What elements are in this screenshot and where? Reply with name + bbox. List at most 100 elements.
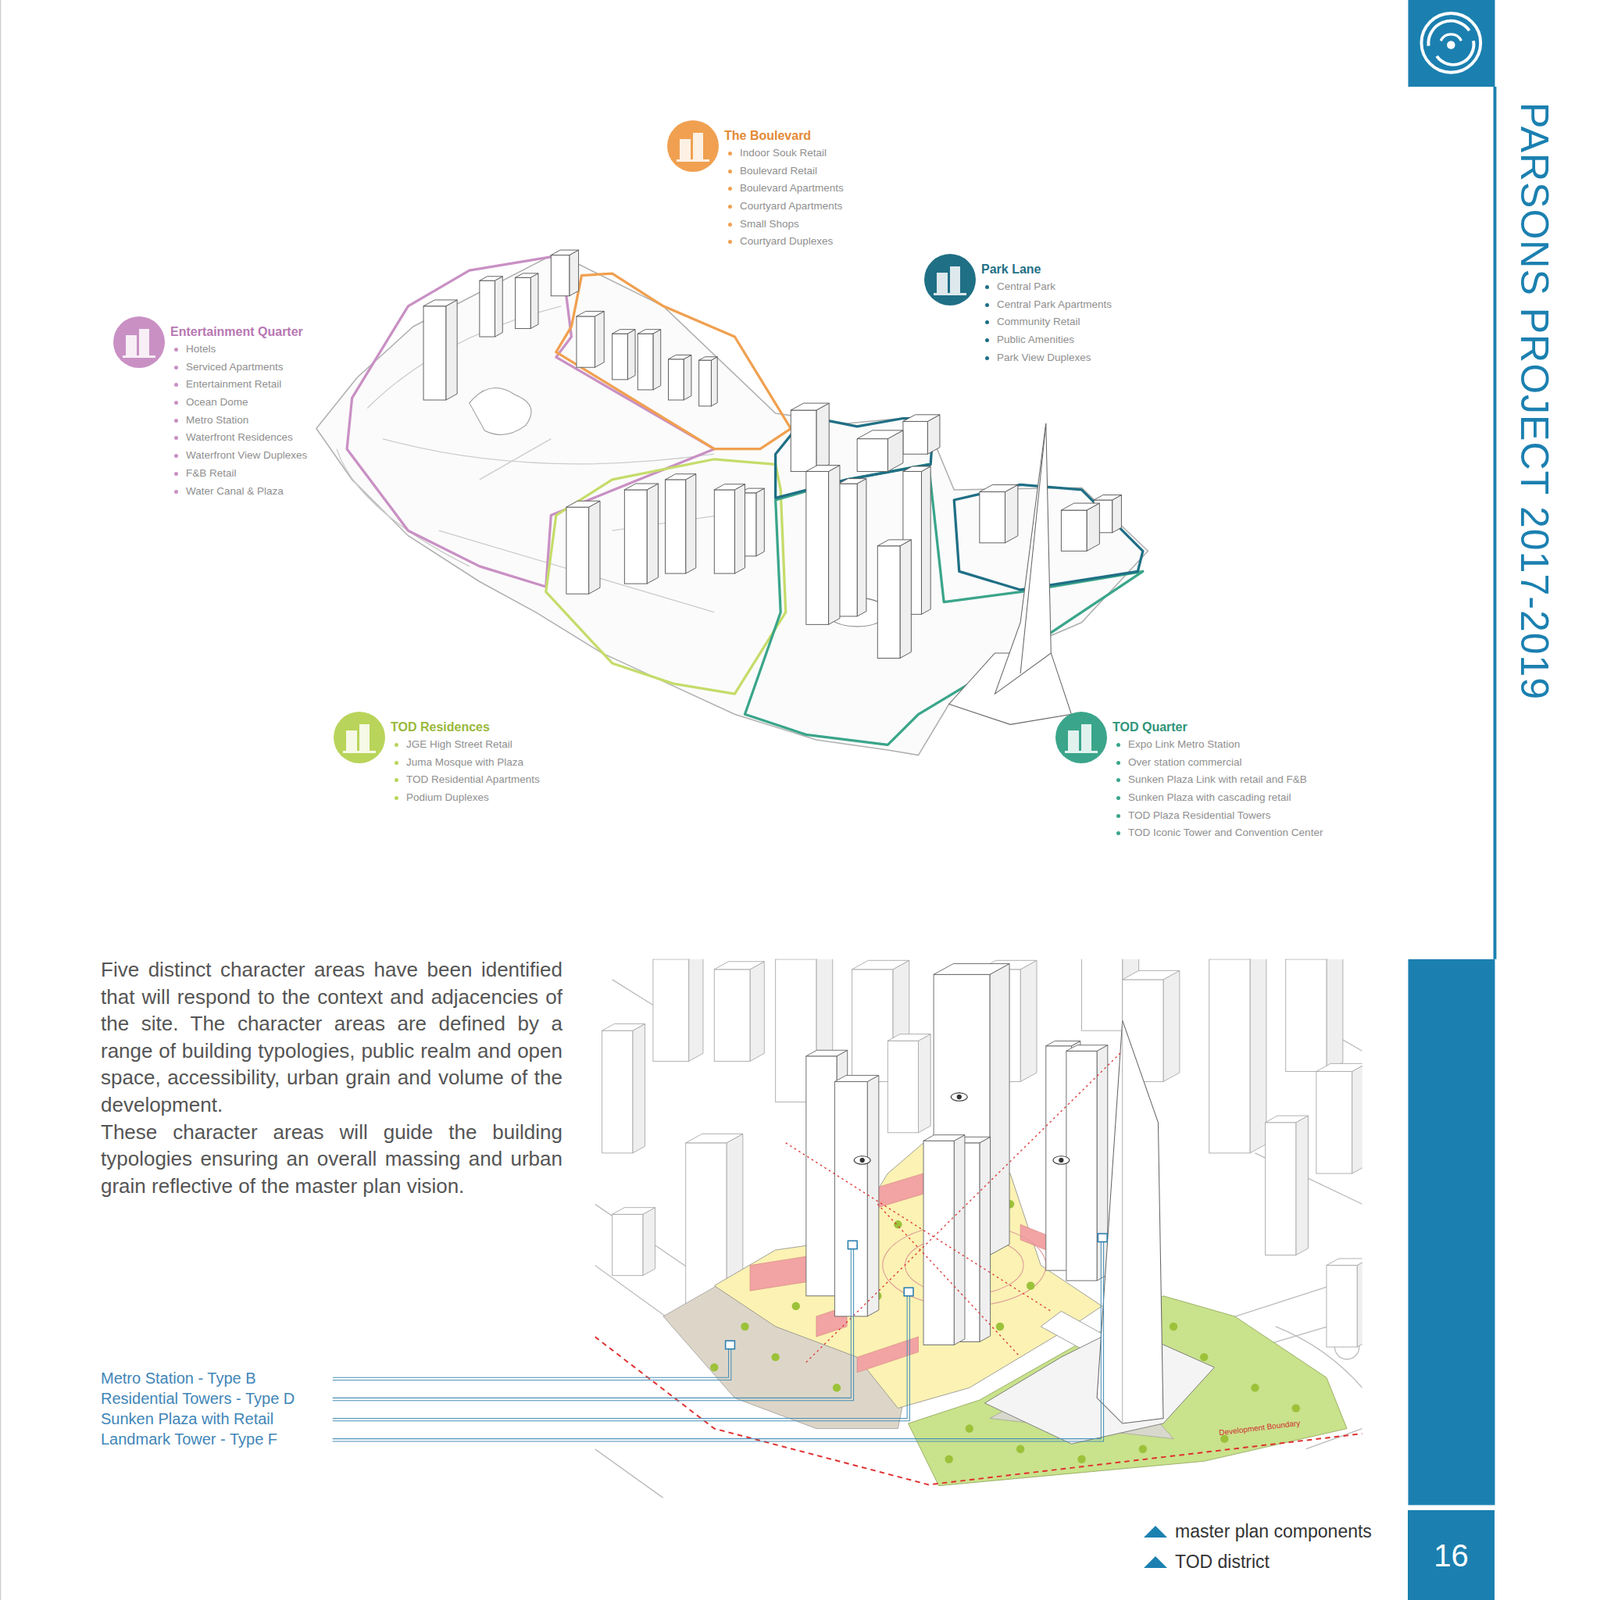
view-eye: [1059, 1157, 1064, 1162]
tower-front: [1209, 959, 1250, 1154]
tree: [792, 1302, 800, 1311]
logo: [1440, 34, 1461, 41]
bullet-dot: [728, 151, 733, 156]
tower-side: [828, 465, 840, 625]
tower-side: [589, 500, 600, 594]
tod-district-drawing: [594, 959, 1362, 1499]
view-eye: [957, 1094, 961, 1099]
bullet-dot: [174, 453, 179, 458]
character-area-callout: Park LaneCentral ParkCentral Park Apartm…: [914, 253, 1112, 367]
iconic-spire: [949, 423, 1072, 725]
bullet-text: Community Retail: [996, 315, 1081, 328]
tower-top: [852, 960, 910, 969]
tower-front: [515, 277, 532, 329]
area-icon-ground: [342, 750, 376, 754]
tower-top: [790, 403, 829, 411]
bullet-row: Central Park Apartments: [981, 296, 1112, 315]
bullet-text: Courtyard Duplexes: [739, 235, 833, 247]
bullet-text: Expo Link Metro Station: [1128, 738, 1240, 750]
character-area-outline: [546, 459, 786, 694]
leader-line: [332, 1349, 732, 1381]
tower-top: [903, 414, 940, 422]
character-area-callout: TOD QuarterExpo Link Metro StationOver s…: [1046, 711, 1323, 843]
tower-top: [903, 466, 931, 472]
tower-side: [627, 329, 636, 380]
tower-top: [1209, 959, 1267, 961]
view-eye: [950, 1092, 968, 1101]
bullet-dot: [1116, 778, 1121, 783]
area-heading: Entertainment Quarter: [170, 322, 308, 341]
leader-marker: [725, 1233, 1108, 1350]
tower-top: [1093, 495, 1122, 500]
tower-side: [857, 478, 867, 617]
leader-label: Residential Towers - Type D: [100, 1388, 295, 1409]
area-icon-building: [1081, 724, 1092, 751]
bullet-row: Sunken Plaza Link with retail and F&B: [1112, 771, 1323, 790]
area-icon-disc: [113, 316, 165, 368]
tower-top: [602, 1024, 646, 1032]
character-area-outline: [744, 464, 1143, 745]
bullet-text: Ocean Dome: [185, 396, 249, 408]
bullet-text: Podium Duplexes: [406, 791, 490, 804]
leader-line: [332, 1242, 1104, 1442]
tower-side: [1163, 970, 1180, 1082]
bullet-text: Central Park Apartments: [996, 298, 1112, 311]
tree: [1077, 1455, 1086, 1464]
bullet-text: Juma Mosque with Plaza: [406, 756, 524, 768]
tree: [1026, 1281, 1035, 1290]
area-heading: Park Lane: [981, 260, 1112, 279]
area-icon-ground: [122, 355, 156, 358]
bullet-text: Central Park: [996, 280, 1056, 293]
tower-side: [1096, 1045, 1108, 1281]
character-area-callout: TOD ResidencesJGE High Street RetailJuma…: [324, 711, 540, 808]
area-icon-disc: [924, 253, 976, 306]
logo: [1421, 13, 1481, 73]
tower-front: [887, 1040, 918, 1133]
leader-line: [332, 1296, 911, 1422]
area-icon: [333, 711, 386, 764]
bullet-dot: [174, 471, 179, 476]
tower-front: [1326, 1265, 1358, 1347]
bullet-dot: [1116, 742, 1121, 747]
bullet-text: Metro Station: [185, 414, 249, 426]
tower-top: [637, 329, 661, 334]
bullet-row: TOD Iconic Tower and Convention Center: [1112, 824, 1323, 843]
area-icon-building: [346, 730, 358, 751]
bullet-text: Over station commercial: [1128, 756, 1243, 768]
tower-top: [775, 959, 833, 961]
bullet-row: Water Canal & Plaza: [170, 482, 308, 501]
area-icon-ground: [933, 292, 967, 296]
bullet-row: TOD Residential Apartments: [390, 771, 540, 790]
bullet-row: Public Amenities: [981, 331, 1112, 350]
tower-front: [852, 969, 893, 1083]
tod-district-drawing: [872, 1173, 924, 1210]
tower-top: [1122, 970, 1180, 979]
bullet-dot: [1116, 831, 1121, 836]
bullet-row: Waterfront View Duplexes: [170, 446, 308, 465]
tower-side: [900, 539, 911, 659]
bullet-text: Waterfront View Duplexes: [185, 449, 308, 461]
bullet-text: Entertainment Retail: [185, 378, 282, 390]
tower-side: [734, 484, 745, 574]
tower-front: [668, 359, 685, 400]
tower-front: [806, 1056, 837, 1297]
tree: [893, 1220, 902, 1229]
tree: [944, 1455, 953, 1464]
area-icon-disc: [1055, 711, 1108, 764]
tower-top: [834, 1075, 879, 1082]
bullet-text: Small Shops: [739, 217, 800, 230]
tower-top: [479, 276, 503, 281]
tower-top: [566, 500, 600, 508]
tower-front: [637, 333, 654, 390]
page-number-box: 16: [1407, 1510, 1495, 1600]
tower-front: [806, 471, 829, 625]
tod-district-drawing: [785, 1050, 1123, 1362]
area-icon: [667, 120, 719, 172]
tower-side: [918, 1034, 932, 1133]
bullet-row: Entertainment Retail: [170, 375, 308, 394]
tower-top: [1066, 1045, 1108, 1052]
bullet-text: Water Canal & Plaza: [185, 485, 284, 497]
leader-line: [332, 1249, 854, 1401]
tower-side: [1020, 960, 1037, 1082]
tower-front: [612, 333, 629, 380]
